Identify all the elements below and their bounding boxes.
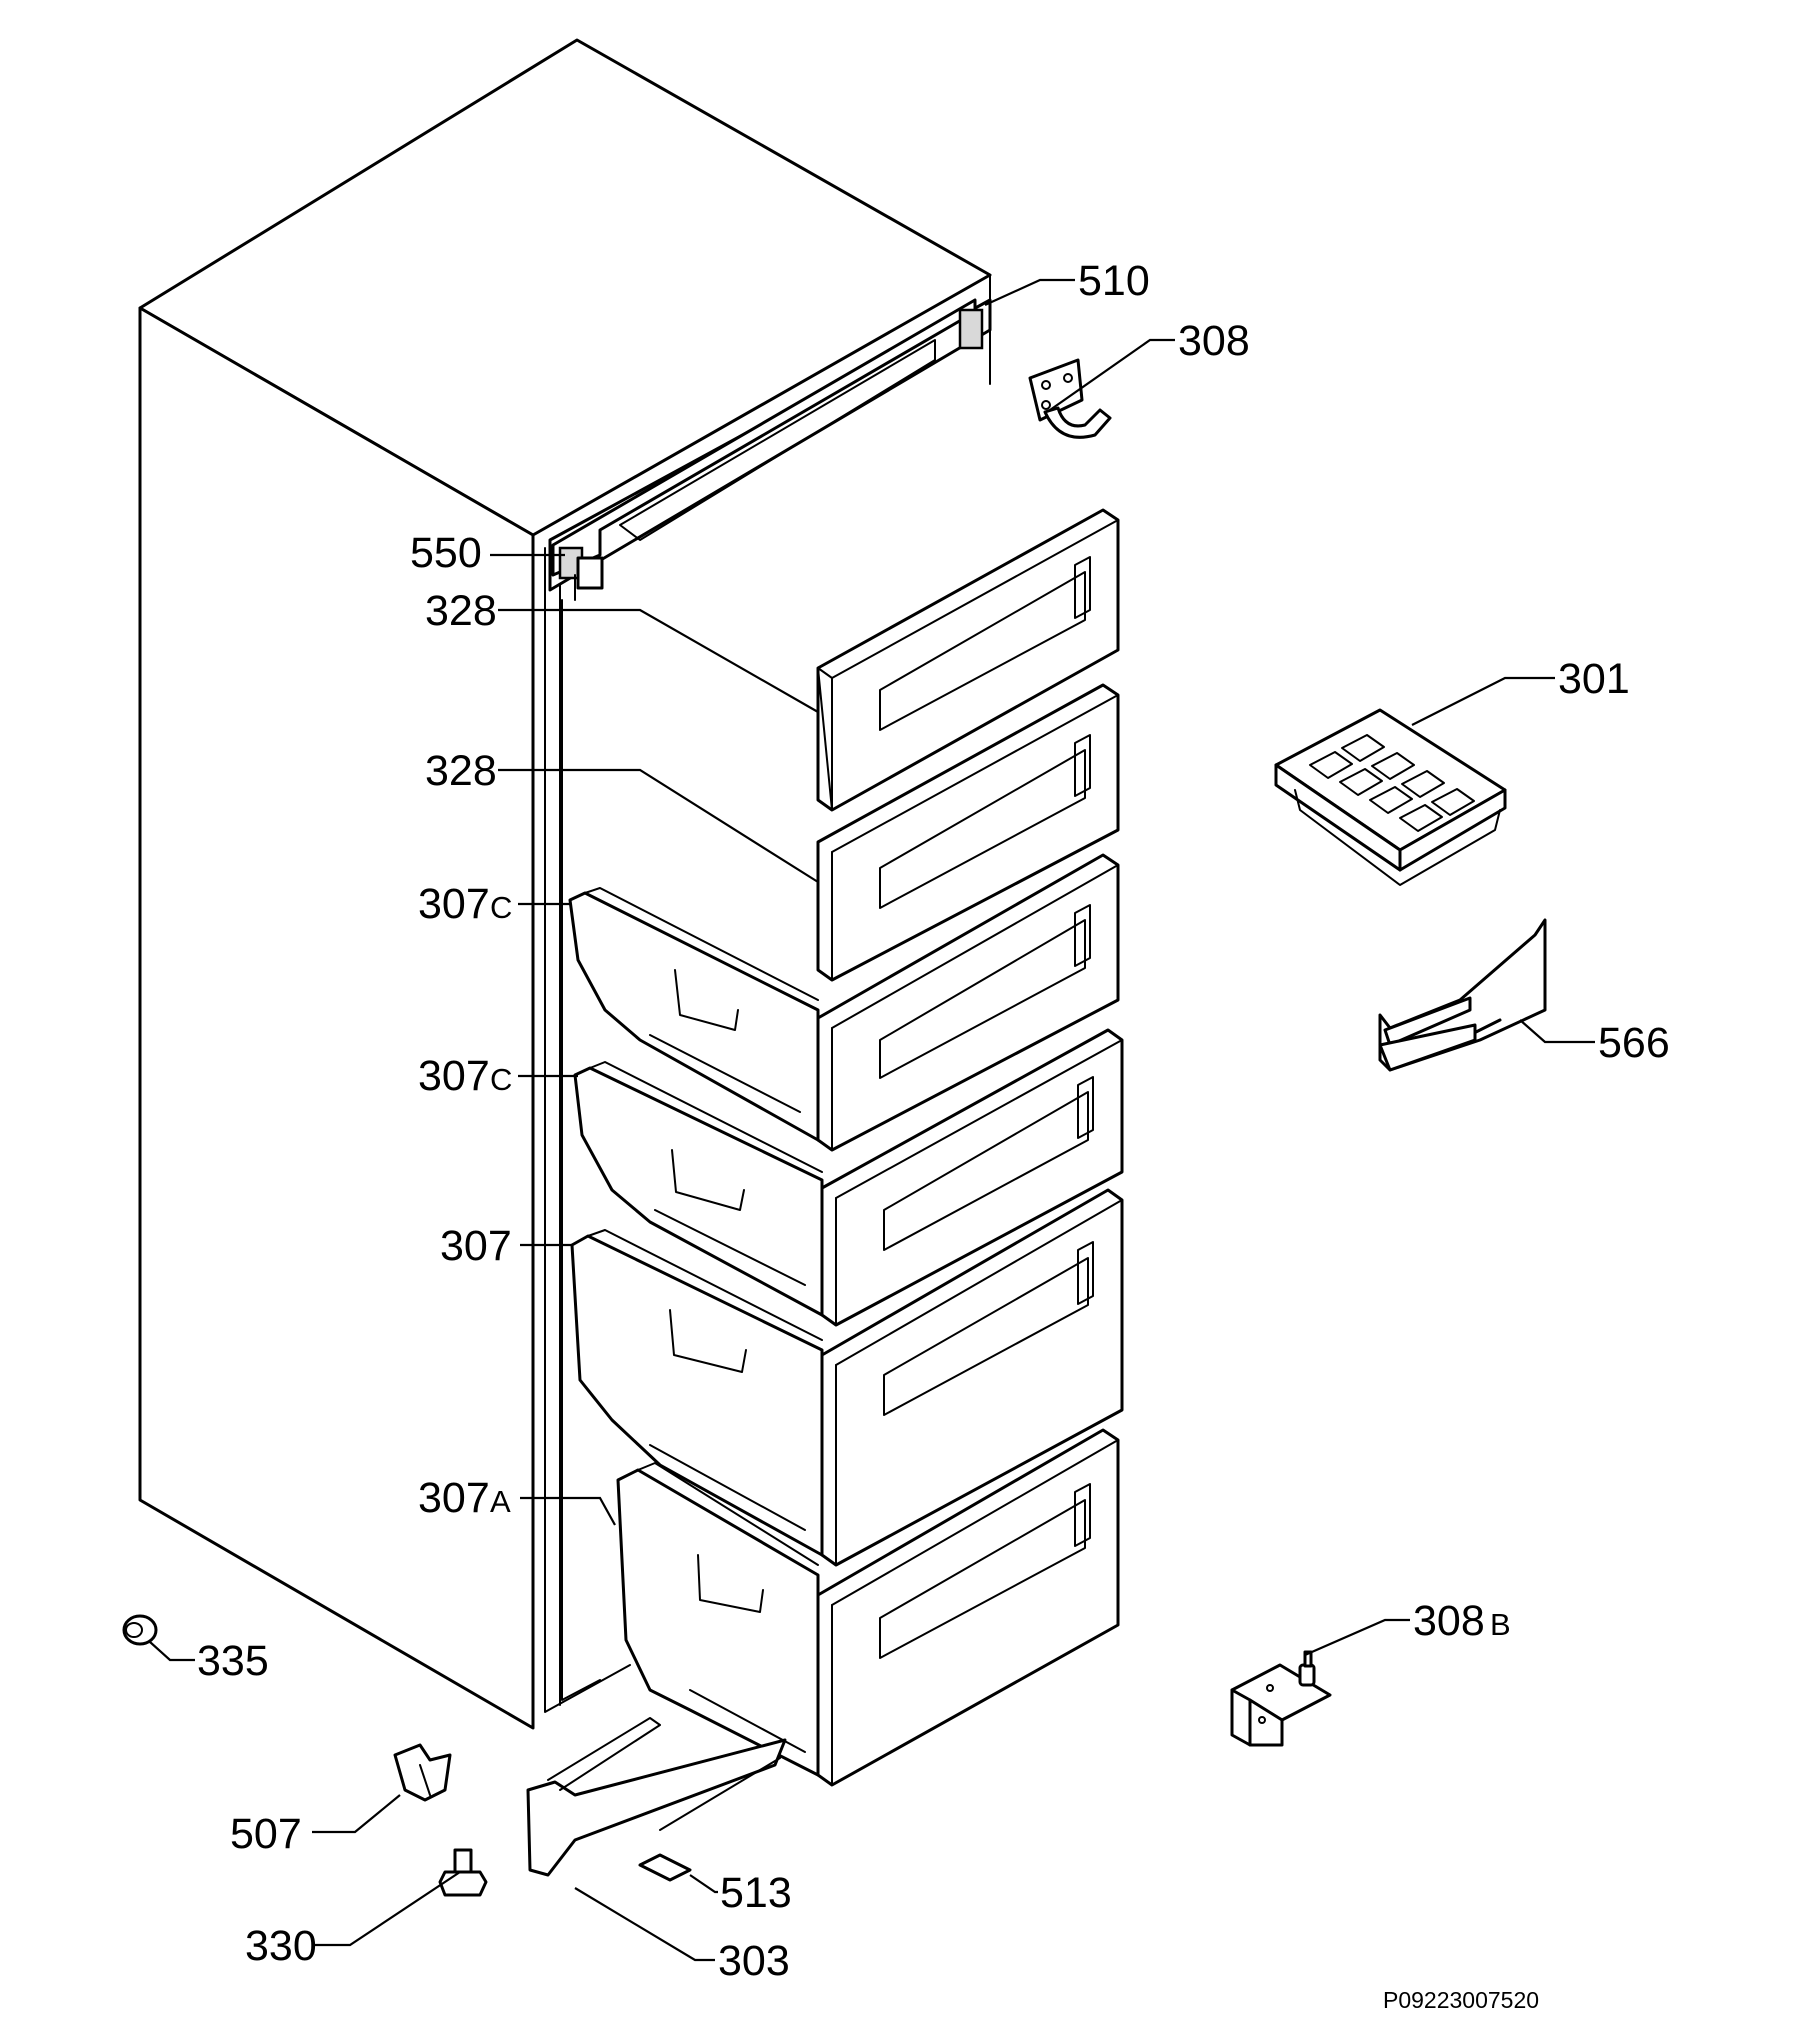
hinge-308b [1230,1650,1332,1747]
freezer-cabinet [138,38,992,1730]
drawer-basket-307 [570,1229,824,1557]
part-labels: 510 308 550 328 328 301 307 C 307 C 566 … [197,257,1670,1985]
label-307c-upper: 307 [418,880,490,928]
drawer-flap-328-lower [816,683,1120,982]
label-303: 303 [718,1937,790,1985]
leveling-foot-330 [438,1848,488,1897]
label-550: 550 [410,529,482,577]
kick-plate-303 [526,1717,787,1877]
part-513 [638,1853,692,1882]
label-307c-lower-suffix: C [490,1062,512,1097]
hinge-308 [1028,358,1112,439]
ice-scraper-566 [1378,918,1547,1072]
label-301: 301 [1558,655,1630,703]
ice-cube-tray-301 [1274,708,1507,886]
label-330: 330 [245,1922,317,1970]
drawer-flap-328-upper [816,508,1120,812]
label-328-lower: 328 [425,747,497,795]
label-335: 335 [197,1637,269,1685]
label-513: 513 [720,1869,792,1917]
cover-clip-510 [958,308,984,350]
label-307c-upper-suffix: C [490,890,512,925]
label-328-upper: 328 [425,587,497,635]
drawer-basket-307a [616,1462,820,1777]
label-308: 308 [1178,317,1250,365]
leader-lines [149,278,1595,1962]
adjustable-foot-335 [122,1614,158,1646]
label-307: 307 [440,1222,512,1270]
label-566: 566 [1598,1019,1670,1067]
label-308b: 308 [1413,1597,1485,1645]
label-307c-lower: 307 [418,1052,490,1100]
label-510: 510 [1078,257,1150,305]
label-307a-suffix: A [490,1484,511,1519]
clip-507 [393,1743,452,1802]
label-308b-suffix: B [1490,1607,1511,1642]
front-frame [544,547,631,1713]
drawing-code: P09223007520 [1383,1987,1539,2013]
top-cover-handle [548,298,992,601]
drawer-basket-307c-lower [573,1061,824,1317]
label-507: 507 [230,1810,302,1858]
drawer-basket-307c-upper [568,887,820,1142]
label-307a: 307 [418,1474,490,1522]
